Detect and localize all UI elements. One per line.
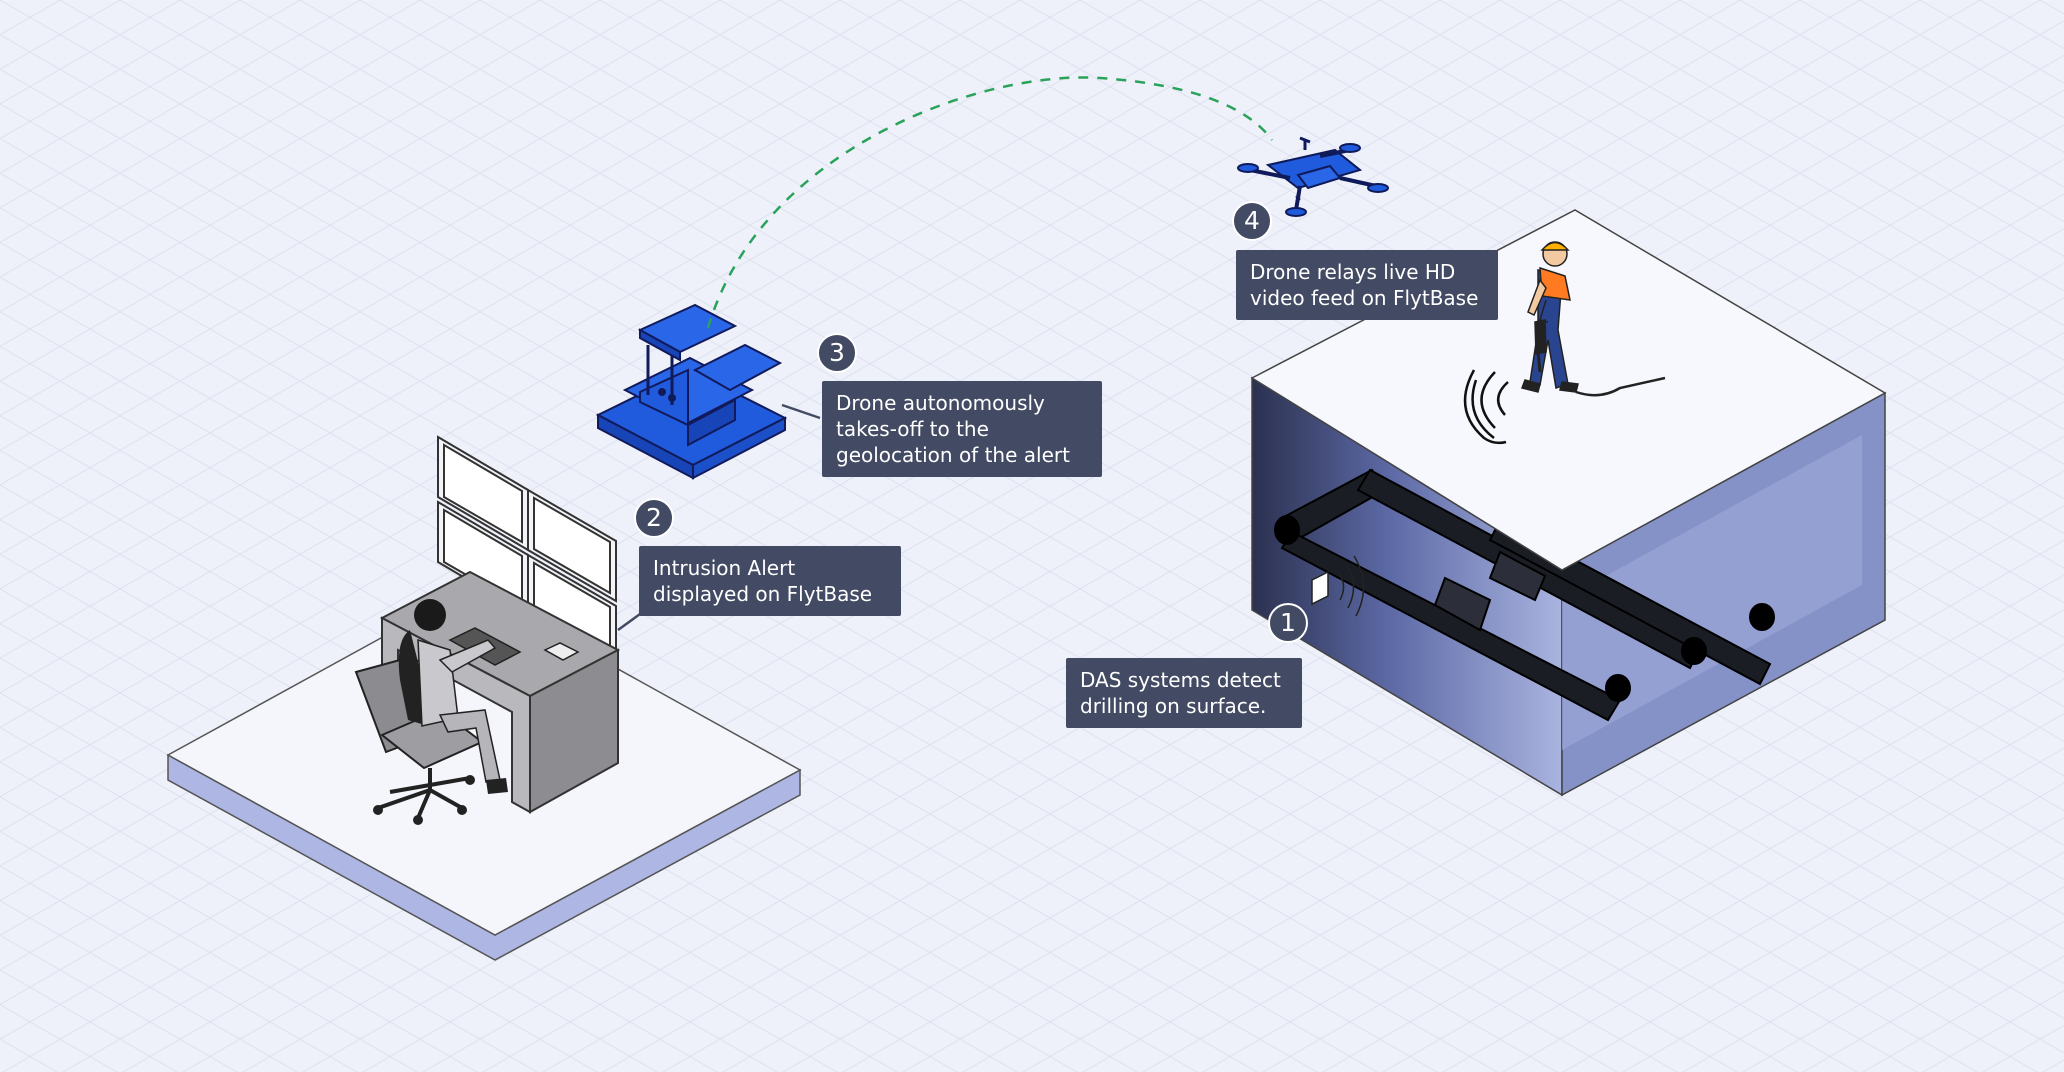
step-2-label: Intrusion Alert displayed on FlytBase: [639, 546, 901, 616]
pipeline-icon: [1274, 468, 1775, 722]
step-3-badge: 3: [817, 333, 857, 373]
drone-flight-path: [706, 76, 1274, 329]
vibration-waves-icon: [1463, 369, 1509, 445]
step-4-label: Drone relays live HD video feed on FlytB…: [1236, 250, 1498, 320]
worker-with-drill-icon: [1521, 241, 1666, 397]
drone-dock-icon: [595, 303, 788, 480]
control-room-operator-icon: [354, 435, 621, 825]
step-1-line-1: DAS systems detect: [1080, 668, 1281, 692]
step-1-label: DAS systems detect drilling on surface.: [1066, 658, 1302, 728]
step-1-badge: 1: [1268, 603, 1308, 643]
drone-icon: [1237, 136, 1389, 217]
step-2-line-1: Intrusion Alert: [653, 556, 796, 580]
step-1-line-2: drilling on surface.: [1080, 694, 1267, 718]
step-4-badge: 4: [1232, 201, 1272, 241]
step-2-badge: 2: [634, 498, 674, 538]
step-4-line-2: video feed on FlytBase: [1250, 286, 1479, 310]
step-3-line-3: geolocation of the alert: [836, 443, 1070, 467]
step-4-line-1: Drone relays live HD: [1250, 260, 1456, 284]
step-3-label: Drone autonomously takes-off to the geol…: [822, 381, 1102, 477]
step-3-line-1: Drone autonomously: [836, 391, 1045, 415]
das-sensor-icon: [1311, 555, 1365, 617]
step-3-line-2: takes-off to the: [836, 417, 989, 441]
step-2-line-2: displayed on FlytBase: [653, 582, 873, 606]
